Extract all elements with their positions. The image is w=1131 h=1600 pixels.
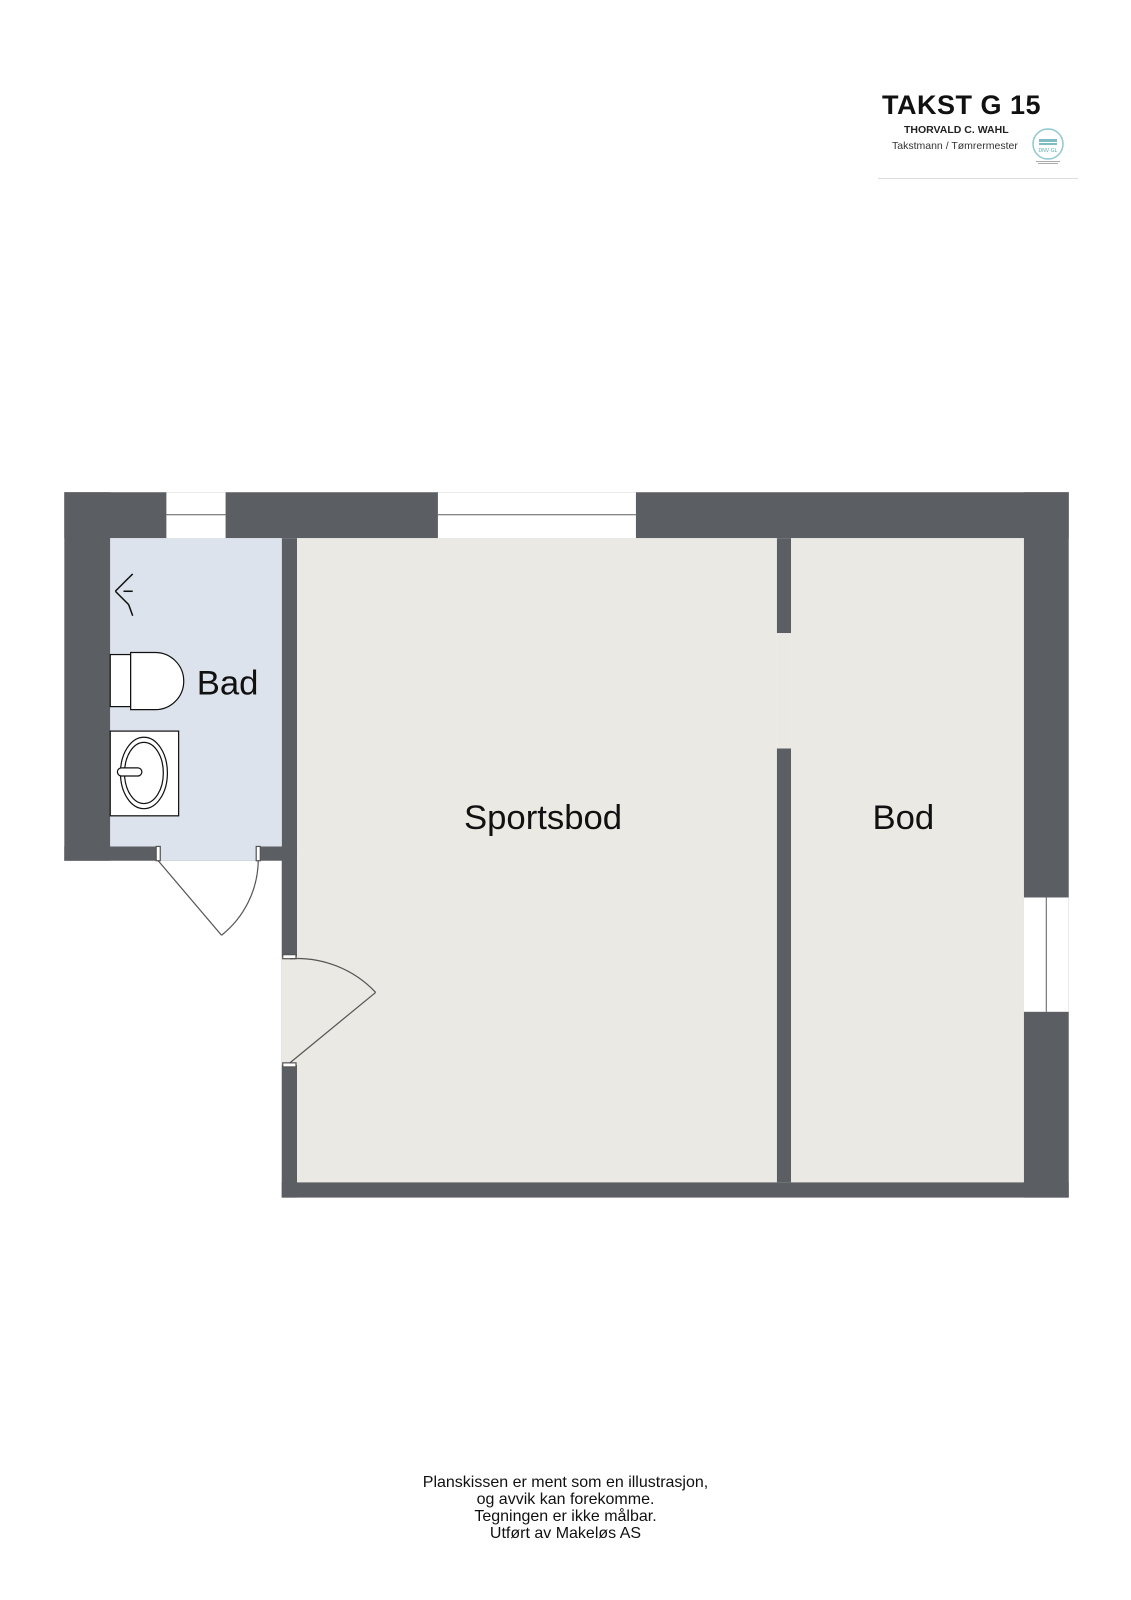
window-bod [1023, 897, 1069, 1012]
sportsbod-door-icon [282, 954, 377, 1068]
logo-name: THORVALD C. WAHL [904, 124, 1009, 136]
sink-icon [109, 730, 180, 817]
bathroom-door-icon [155, 845, 261, 936]
certification-seal-icon: DNV·GL [1032, 128, 1064, 164]
right-wall [1023, 492, 1069, 1198]
partition-wall-upper [776, 538, 792, 634]
bathroom-left-wall [64, 492, 111, 861]
company-logo: TAKST G 15 THORVALD C. WAHL Takstmann / … [878, 90, 1078, 179]
logo-title: TAKST G 15 [882, 90, 1042, 120]
partition-wall-lower [776, 748, 792, 1183]
room-label-bad: Bad [197, 664, 259, 702]
sportsbod-door-opening [281, 956, 298, 1065]
seal-text: DNV·GL [1039, 148, 1058, 154]
disclaimer-line: og avvik kan forekomme. [476, 1491, 655, 1508]
window-sportsbod [437, 492, 636, 539]
bod-floor [791, 538, 1024, 1183]
disclaimer-line: Planskissen er ment som en illustrasjon, [422, 1474, 709, 1491]
disclaimer-line: Utført av Makeløs AS [489, 1525, 642, 1542]
room-label-bod: Bod [873, 799, 935, 837]
bathroom-door-opening [158, 846, 259, 861]
bottom-wall [281, 1182, 1069, 1198]
disclaimer-line: Tegningen er ikke målbar. [474, 1508, 657, 1525]
sportsbod-left-wall [281, 538, 298, 1198]
sportsbod-floor [297, 538, 777, 1183]
shower-icon [114, 573, 134, 617]
passage-opening [776, 633, 792, 749]
logo-role: Takstmann / Tømrermester [892, 140, 1018, 152]
disclaimer: Planskissen er ment som en illustrasjon,… [0, 1474, 1131, 1542]
window-bathroom [166, 492, 226, 539]
room-label-sportsbod: Sportsbod [464, 799, 622, 837]
toilet-icon [109, 651, 185, 711]
